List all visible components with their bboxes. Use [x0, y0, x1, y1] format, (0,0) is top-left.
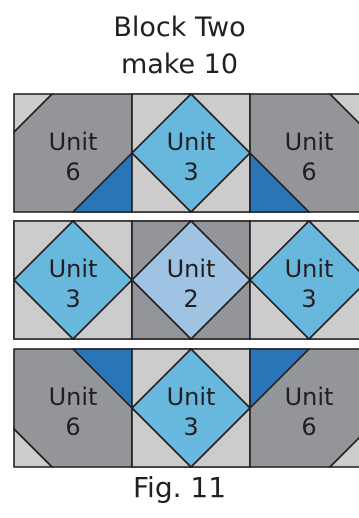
- unit-label: Unit: [285, 128, 334, 156]
- unit-number: 3: [301, 285, 316, 313]
- unit-label: Unit: [49, 383, 98, 411]
- unit-number: 2: [183, 285, 198, 313]
- figure-caption: Fig. 11: [0, 474, 359, 502]
- unit-label: Unit: [285, 383, 334, 411]
- unit-number: 3: [65, 285, 80, 313]
- unit-number: 6: [65, 158, 80, 186]
- unit-label: Unit: [167, 255, 216, 283]
- unit-number: 3: [183, 413, 198, 441]
- unit-label: Unit: [167, 383, 216, 411]
- unit-label: Unit: [49, 128, 98, 156]
- unit-label: Unit: [285, 255, 334, 283]
- unit-label: Unit: [49, 255, 98, 283]
- unit-number: 6: [301, 413, 316, 441]
- unit-number: 3: [183, 158, 198, 186]
- unit-label: Unit: [167, 128, 216, 156]
- unit-number: 6: [301, 158, 316, 186]
- unit-number: 6: [65, 413, 80, 441]
